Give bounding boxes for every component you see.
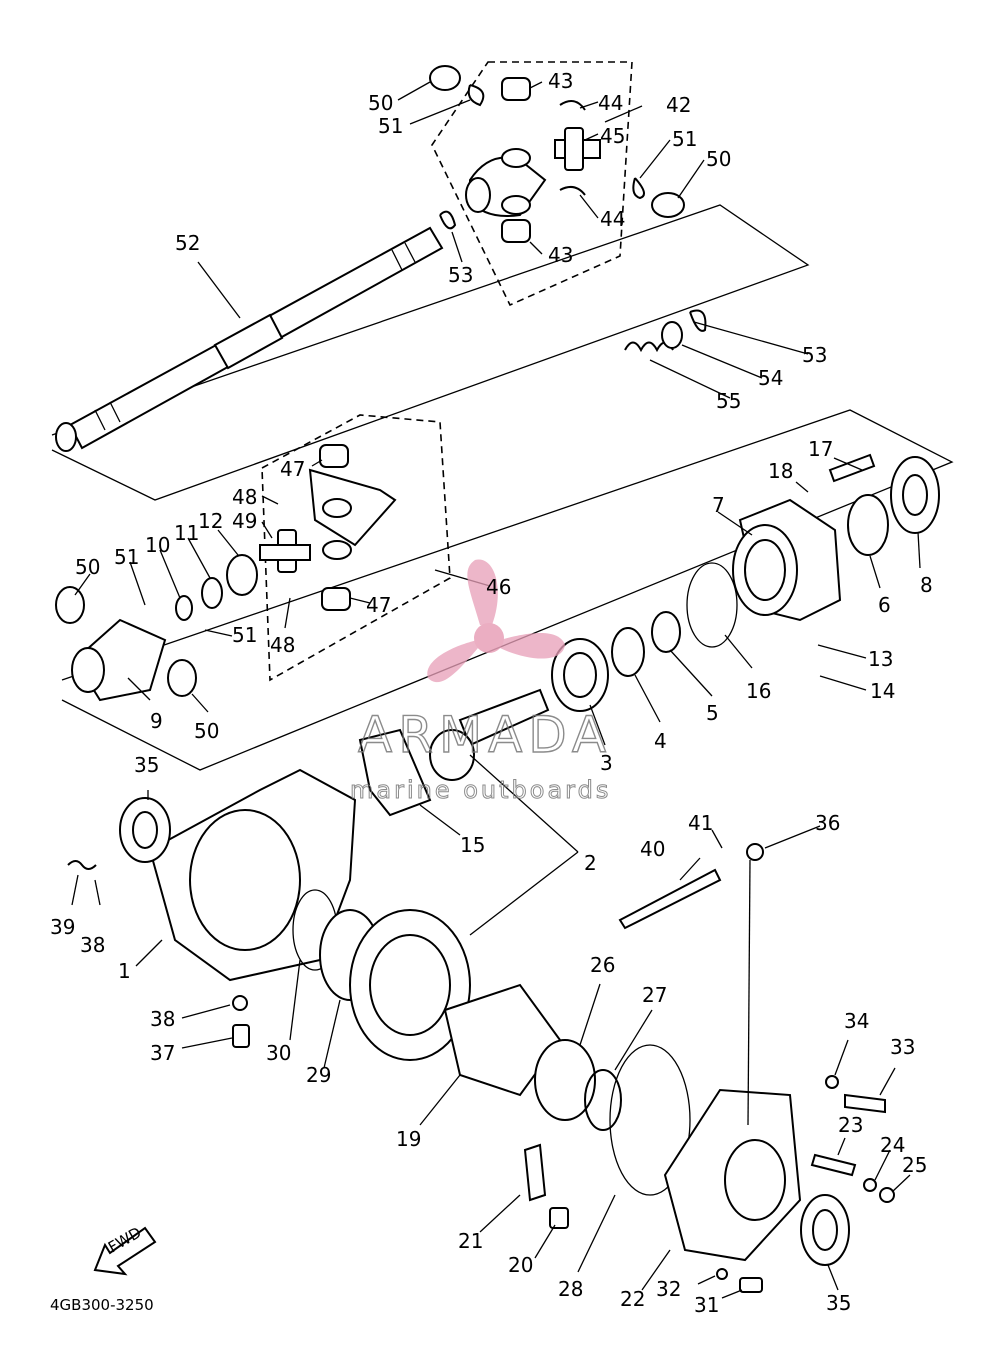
part-label: 17 [808,437,833,461]
lower-yoke-assembly [55,444,397,702]
part-label: 36 [815,811,840,835]
part-label: 25 [902,1153,927,1177]
part-label: 26 [590,953,615,977]
ring-gear-assembly [292,889,691,1229]
part-label: 53 [448,263,473,287]
part-label: 48 [232,485,257,509]
part-label: 44 [598,91,623,115]
part-label: 11 [174,521,199,545]
part-label: 49 [232,509,257,533]
part-label: 48 [270,633,295,657]
gasket [358,728,432,817]
part-label: 50 [368,91,393,115]
part-label: 18 [768,459,793,483]
part-label: 9 [150,709,163,733]
part-label: 12 [198,509,223,533]
part-label: 51 [672,127,697,151]
watermark-brand: ARMADA [358,706,612,764]
pinion-bearings [551,562,738,712]
differential-cover [618,843,895,1293]
diagram-code: 4GB300-3250 [50,1296,154,1314]
part-label: 34 [844,1009,869,1033]
part-label: 45 [600,124,625,148]
part-label: 50 [194,719,219,743]
part-label: 28 [558,1277,583,1301]
part-label: 47 [366,593,391,617]
part-label: 32 [656,1277,681,1301]
part-label: 27 [642,983,667,1007]
part-label: 43 [548,243,573,267]
part-label: 38 [80,933,105,957]
propeller-shaft [55,226,444,452]
part-label: 55 [716,389,741,413]
part-label: 47 [280,457,305,481]
part-label: 41 [688,811,713,835]
watermark-tagline: marine outboards [350,776,611,804]
part-label: 42 [666,93,691,117]
part-label: 37 [150,1041,175,1065]
part-label: 2 [584,851,597,875]
part-label: 14 [870,679,895,703]
part-label: 44 [600,207,625,231]
watermark: ARMADA marine outboards [350,559,612,805]
part-label: 10 [145,533,170,557]
part-label: 22 [620,1287,645,1311]
part-label: 8 [920,573,933,597]
part-label: 50 [706,147,731,171]
part-label: 1 [118,959,131,983]
upper-yoke-assembly [429,65,685,243]
part-label: 54 [758,366,783,390]
drive-pinion [429,688,550,781]
part-label: 35 [134,753,159,777]
part-label: 30 [266,1041,291,1065]
fwd-arrow: FWD [93,1223,157,1276]
part-label: 52 [175,231,200,255]
part-label: 46 [486,575,511,599]
part-label: 21 [458,1229,483,1253]
bracket-housing-group [61,409,954,771]
part-label: 40 [640,837,665,861]
group-frame-42 [431,61,633,307]
part-label: 13 [868,647,893,671]
part-label: 31 [694,1293,719,1317]
propeller-icon [427,559,565,683]
group-frame-46 [261,414,451,682]
part-label: 33 [890,1035,915,1059]
part-label: 51 [232,623,257,647]
spring-washer-set [624,309,707,353]
part-label: 35 [826,1291,851,1315]
part-label: 19 [396,1127,421,1151]
part-number-labels: 50 51 43 44 42 45 51 50 44 53 43 52 53 5… [50,69,933,1317]
part-label: 20 [508,1253,533,1277]
part-label: 3 [600,751,613,775]
part-label: 16 [746,679,771,703]
part-label: 43 [548,69,573,93]
part-label: 5 [706,701,719,725]
leader-lines [71,81,921,1299]
part-label: 6 [878,593,891,617]
bracket-shaft-group [51,204,810,501]
part-label: 53 [802,343,827,367]
part-label: 38 [150,1007,175,1031]
part-label: 39 [50,915,75,939]
part-label: 15 [460,833,485,857]
part-label: 4 [654,729,667,753]
differential-housing [67,768,357,1048]
part-label: 51 [114,545,139,569]
part-label: 23 [838,1113,863,1137]
part-label: 51 [378,114,403,138]
part-label: 29 [306,1063,331,1087]
part-label: 50 [75,555,100,579]
bearing-housing [732,453,940,622]
part-label: 24 [880,1133,905,1157]
part-label: 7 [712,493,725,517]
